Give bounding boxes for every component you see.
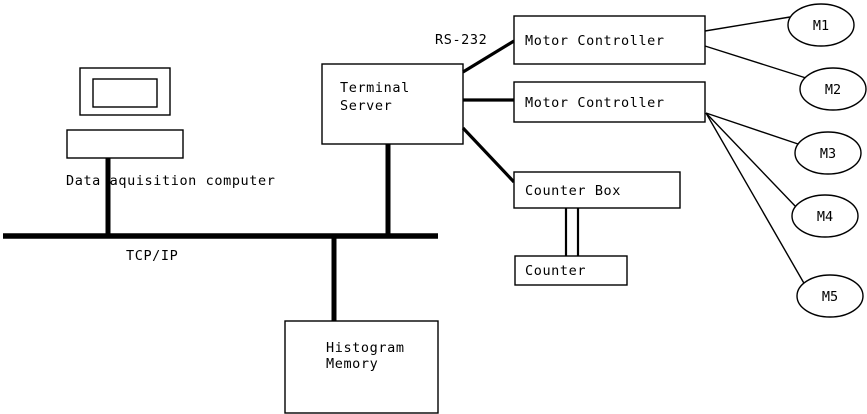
counter-box <box>514 255 628 286</box>
terminal-server-label-line1: Terminal <box>340 80 410 96</box>
motor-m3-label: M3 <box>820 146 836 162</box>
motor-m1-shape <box>787 3 855 47</box>
motor-controller-1-box <box>513 15 706 65</box>
motor-m3-shape <box>794 131 862 175</box>
histogram-memory-label-line2: Memory <box>326 356 378 372</box>
motor-m1-label: M1 <box>813 18 829 34</box>
rs232-label: RS-232 <box>435 32 487 48</box>
computer-base-shape <box>66 129 184 159</box>
counter-box-box <box>513 171 681 209</box>
motor-m2-shape <box>799 67 867 111</box>
motor-controller-2-to-m3-link <box>705 112 802 146</box>
motor-m5-shape <box>796 274 864 318</box>
terminal-server-to-motor-controller-1-link <box>462 39 515 74</box>
computer-caption-label: Data aquisition computer <box>66 173 275 189</box>
motor-m4-label: M4 <box>817 209 833 225</box>
terminal-server-box <box>321 63 464 145</box>
motor-controller-1-label: Motor Controller <box>525 33 665 49</box>
motor-controller-2-to-m4-link <box>705 112 798 209</box>
motor-m4-shape <box>791 194 859 238</box>
histogram-memory-box <box>284 320 439 414</box>
histogram-memory-label-line1: Histogram <box>326 340 405 356</box>
terminal-server-to-counter-box-link <box>461 126 516 184</box>
motor-m5-label: M5 <box>822 289 838 305</box>
motor-controller-1-to-m1-link <box>704 16 791 32</box>
motor-controller-2-box <box>513 81 706 123</box>
motor-controller-2-to-m5-link <box>705 112 806 286</box>
motor-m2-label: M2 <box>825 82 841 98</box>
monitor-screen-shape <box>92 78 158 108</box>
tcpip-label: TCP/IP <box>126 248 178 264</box>
counter-label: Counter <box>525 263 586 279</box>
terminal-server-label-line2: Server <box>340 98 392 114</box>
motor-controller-2-label: Motor Controller <box>525 95 665 111</box>
counter-box-label: Counter Box <box>525 183 621 199</box>
motor-controller-1-to-m2-link <box>704 45 807 79</box>
